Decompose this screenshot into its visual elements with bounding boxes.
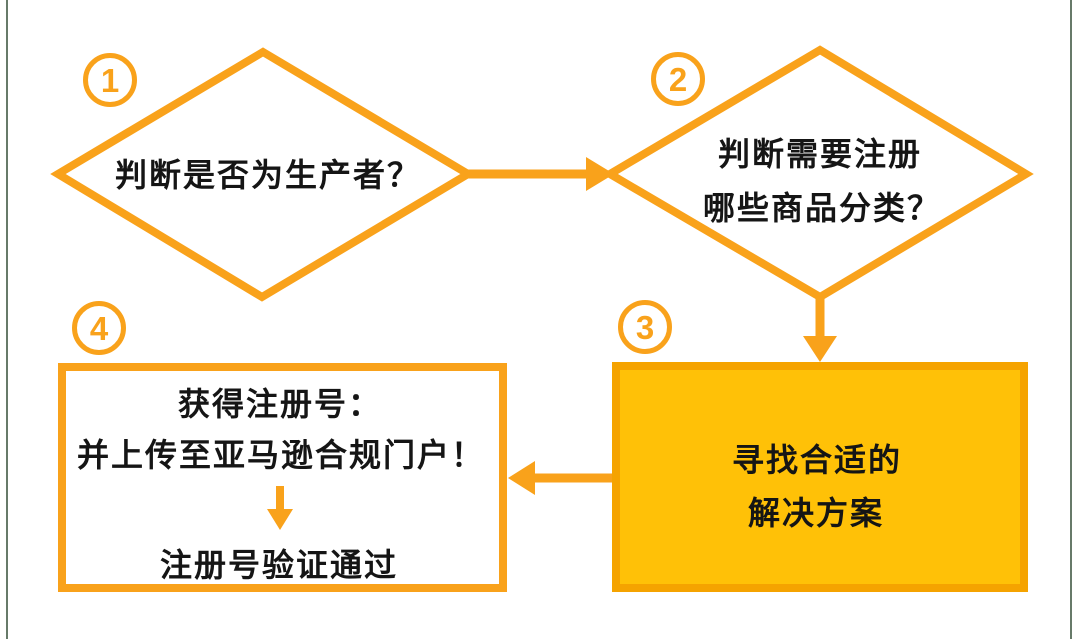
step2-label-line1: 判断需要注册 <box>717 136 923 172</box>
step3-number-badge: 3 <box>618 300 672 354</box>
step3-label-line1: 寻找合适的 <box>731 442 903 478</box>
arrow-step3-to-step4-head <box>508 461 535 495</box>
step4-box-shape <box>58 363 507 592</box>
arrow-step2-to-step3 <box>803 295 837 362</box>
step3-label-line2: 解决方案 <box>747 495 885 531</box>
step1-diamond-shape <box>50 47 476 302</box>
arrow-step1-to-step2-head <box>586 157 614 191</box>
step4-label-line1: 获得注册号： <box>177 386 383 422</box>
arrow-step4-internal-head <box>267 509 293 530</box>
step1-label: 判断是否为生产者？ <box>114 157 422 193</box>
arrow-step2-to-step3-head <box>803 336 837 362</box>
step2-number: 2 <box>668 60 688 98</box>
step1-number-badge: 1 <box>83 53 137 107</box>
step4-label-line2: 并上传至亚马逊合规门户！ <box>76 437 486 473</box>
step3-box-shape <box>612 362 1028 592</box>
step4-number-badge: 4 <box>72 301 126 355</box>
step4-number: 4 <box>89 309 109 347</box>
step1-number: 1 <box>100 61 120 99</box>
frame-edge-left <box>6 0 8 639</box>
step2-label-line2: 哪些商品分类？ <box>702 190 942 226</box>
arrow-step3-to-step4 <box>508 461 612 495</box>
step3-number: 3 <box>635 308 655 346</box>
step2-number-badge: 2 <box>651 52 705 106</box>
arrow-step4-internal <box>267 486 293 530</box>
step4-label-line3: 注册号验证通过 <box>159 547 399 583</box>
frame-edge-right <box>1070 0 1072 639</box>
arrow-step1-to-step2 <box>468 157 614 191</box>
